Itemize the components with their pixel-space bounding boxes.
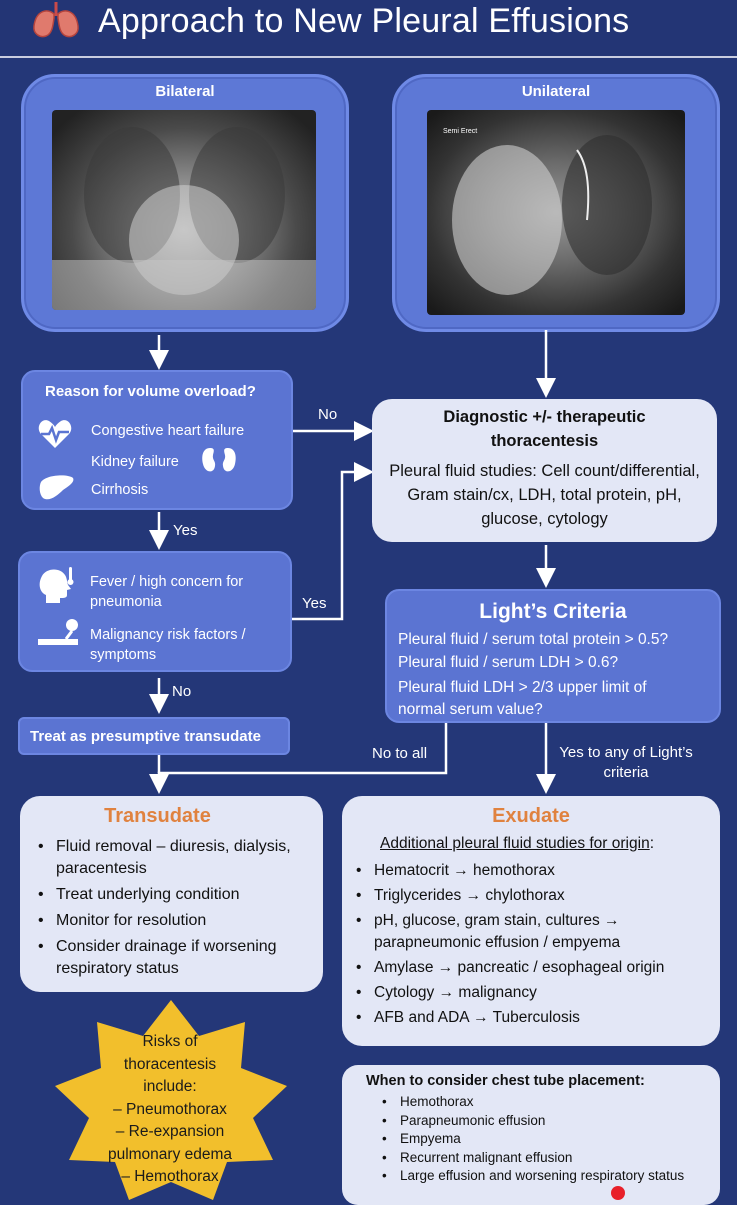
chest-tube-title: When to consider chest tube placement: — [366, 1073, 645, 1089]
lights-title: Light’s Criteria — [479, 600, 627, 623]
title-bar — [0, 0, 737, 58]
exudate-box: Exudate Additional pleural fluid studies… — [342, 796, 720, 1046]
lights-criteria-box: Light’s Criteria Pleural fluid / serum t… — [385, 589, 721, 723]
kidney-icon — [202, 448, 236, 472]
transudate-item: Fluid removal – diuresis, dialysis, para… — [38, 836, 318, 880]
bilateral-xray-image — [52, 110, 316, 310]
transudate-list: Fluid removal – diuresis, dialysis, para… — [38, 836, 318, 980]
lights-criterion-1: Pleural fluid / serum total protein > 0.… — [398, 631, 669, 648]
transudate-item: Treat underlying condition — [38, 884, 318, 906]
chest-tube-item: Recurrent malignant effusion — [382, 1149, 702, 1168]
concern-fever: Fever / high concern for pneumonia — [90, 574, 244, 610]
edge-label-yes: Yes — [173, 522, 198, 539]
chest-tube-item: Hemothorax — [382, 1093, 702, 1112]
bilateral-label: Bilateral — [155, 83, 215, 100]
chest-tube-item: Large effusion and worsening respiratory… — [382, 1167, 702, 1186]
liver-icon — [39, 475, 74, 500]
lights-criterion-2: Pleural fluid / serum LDH > 0.6? — [398, 654, 619, 671]
unilateral-xray-panel: Unilateral Semi Erect — [392, 74, 720, 332]
exudate-item: AFB and ADA → Tuberculosis — [356, 1007, 706, 1029]
risks-starburst — [55, 1000, 287, 1200]
risks-text: Risks of thoracentesis include: – Pneumo… — [107, 1033, 233, 1185]
volume-item-cirrhosis: Cirrhosis — [91, 482, 149, 498]
unilateral-label: Unilateral — [521, 83, 591, 100]
chest-tube-item: Parapneumonic effusion — [382, 1112, 702, 1131]
exudate-item: pH, glucose, gram stain, cultures → para… — [356, 910, 706, 954]
presumptive-transudate-box: Treat as presumptive transudate — [18, 717, 290, 755]
exudate-title: Exudate — [492, 805, 570, 827]
exudate-list: Hematocrit → hemothorax Triglycerides → … — [356, 860, 706, 1029]
page-title: Approach to New Pleural Effusions — [98, 2, 630, 40]
exudate-item: Triglycerides → chylothorax — [356, 885, 706, 907]
volume-item-chf: Congestive heart failure — [91, 423, 245, 439]
edge-label-yes-to-any: Yes to any of Light’s criteria — [559, 744, 693, 781]
heart-icon — [38, 420, 72, 448]
bilateral-xray-panel: Bilateral — [21, 74, 349, 332]
chest-tube-box: When to consider chest tube placement: H… — [342, 1065, 720, 1205]
volume-item-kidney: Kidney failure — [91, 454, 179, 470]
chest-tube-item: Empyema — [382, 1130, 702, 1149]
chest-tube-list: Hemothorax Parapneumonic effusion Empyem… — [382, 1093, 702, 1186]
transudate-item: Consider drainage if worsening respirato… — [38, 936, 318, 980]
transudate-title: Transudate — [104, 805, 211, 827]
unilateral-xray-image: Semi Erect — [427, 110, 685, 315]
exudate-item: Amylase → pancreatic / esophageal origin — [356, 957, 706, 979]
volume-overload-title: Reason for volume overload? — [45, 383, 256, 400]
volume-overload-box: Reason for volume overload? Congestive h… — [21, 370, 293, 510]
thoracentesis-title: Diagnostic +/- therapeutic thoracentesis — [443, 408, 646, 450]
edge-label-yes-2: Yes — [302, 595, 327, 612]
fever-head-icon — [39, 567, 74, 603]
exudate-item: Cytology → malignancy — [356, 982, 706, 1004]
thoracentesis-studies: Pleural fluid studies: Cell count/differ… — [389, 462, 700, 528]
lights-criterion-3: Pleural fluid LDH > 2/3 upper limit of n… — [398, 679, 647, 718]
presumptive-transudate-label: Treat as presumptive transudate — [30, 728, 261, 745]
edge-label-no: No — [318, 406, 338, 423]
red-dot — [611, 1186, 625, 1200]
edge-label-no-2: No — [172, 683, 192, 700]
concern-malignancy: Malignancy risk factors / symptoms — [90, 627, 246, 663]
thoracentesis-box: Diagnostic +/- therapeutic thoracentesis… — [372, 399, 717, 542]
transudate-box: Transudate Fluid removal – diuresis, dia… — [20, 796, 323, 992]
exudate-item: Hematocrit → hemothorax — [356, 860, 706, 882]
smoking-icon — [38, 619, 78, 645]
lungs-icon — [33, 2, 79, 38]
concerns-box: Fever / high concern for pneumonia Malig… — [18, 551, 292, 672]
unilateral-marker: Semi Erect — [443, 128, 478, 135]
exudate-subtitle: Additional pleural fluid studies for ori… — [380, 835, 654, 852]
transudate-item: Monitor for resolution — [38, 910, 318, 932]
edge-label-no-to-all: No to all — [372, 745, 428, 762]
